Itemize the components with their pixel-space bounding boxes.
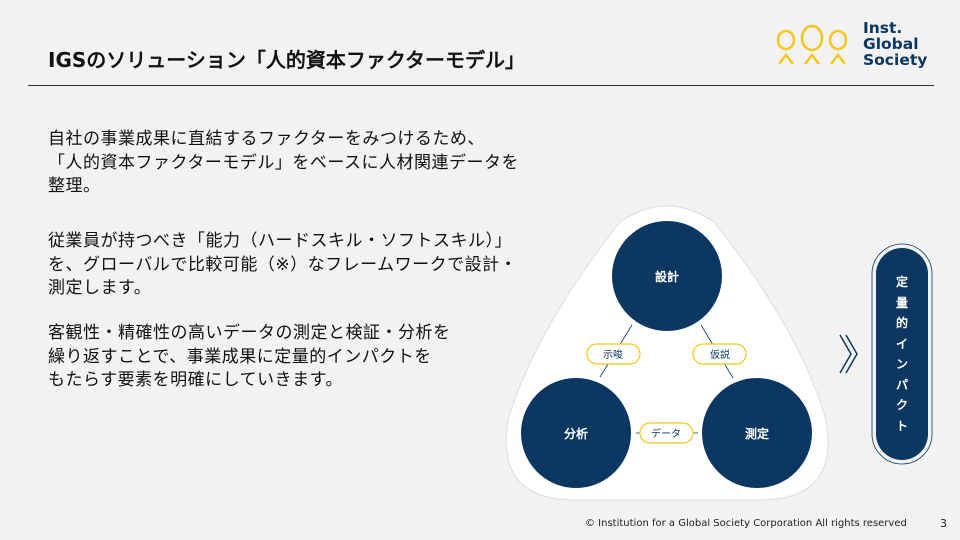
igs-logo — [776, 24, 848, 65]
copyright: © Institution for a Global Society Corpo… — [585, 518, 907, 529]
paragraph-1: 自社の事業成果に直結するファクターをみつけるため、 「人的資本ファクターモデル」… — [48, 129, 519, 196]
measure-circle — [702, 378, 812, 488]
paragraph-2: 従業員が持つべき「能力（ハードスキル・ソフトスキル）」 を、グローバルで比較可能… — [48, 231, 518, 298]
impact-pill-label: 定量的インパクト — [895, 275, 908, 433]
suggestion-tag: 示唆 — [603, 348, 623, 361]
design-label: 設計 — [655, 269, 679, 284]
title-divider — [28, 85, 934, 86]
double-chevron-icon — [839, 334, 858, 374]
measure-label: 測定 — [745, 426, 769, 441]
paragraph-3: 客観性・精確性の高いデータの測定と検証・分析を 繰り返すことで、事業成果に定量的… — [48, 323, 451, 390]
analysis-label: 分析 — [564, 426, 588, 441]
design-circle — [612, 221, 722, 331]
data-tag: データ — [651, 427, 681, 440]
analysis-circle — [521, 378, 631, 488]
page-title: IGSのソリューション「人的資本ファクターモデル」 — [48, 48, 526, 72]
hypothesis-tag: 仮説 — [710, 348, 730, 361]
page-number: 3 — [940, 517, 947, 530]
